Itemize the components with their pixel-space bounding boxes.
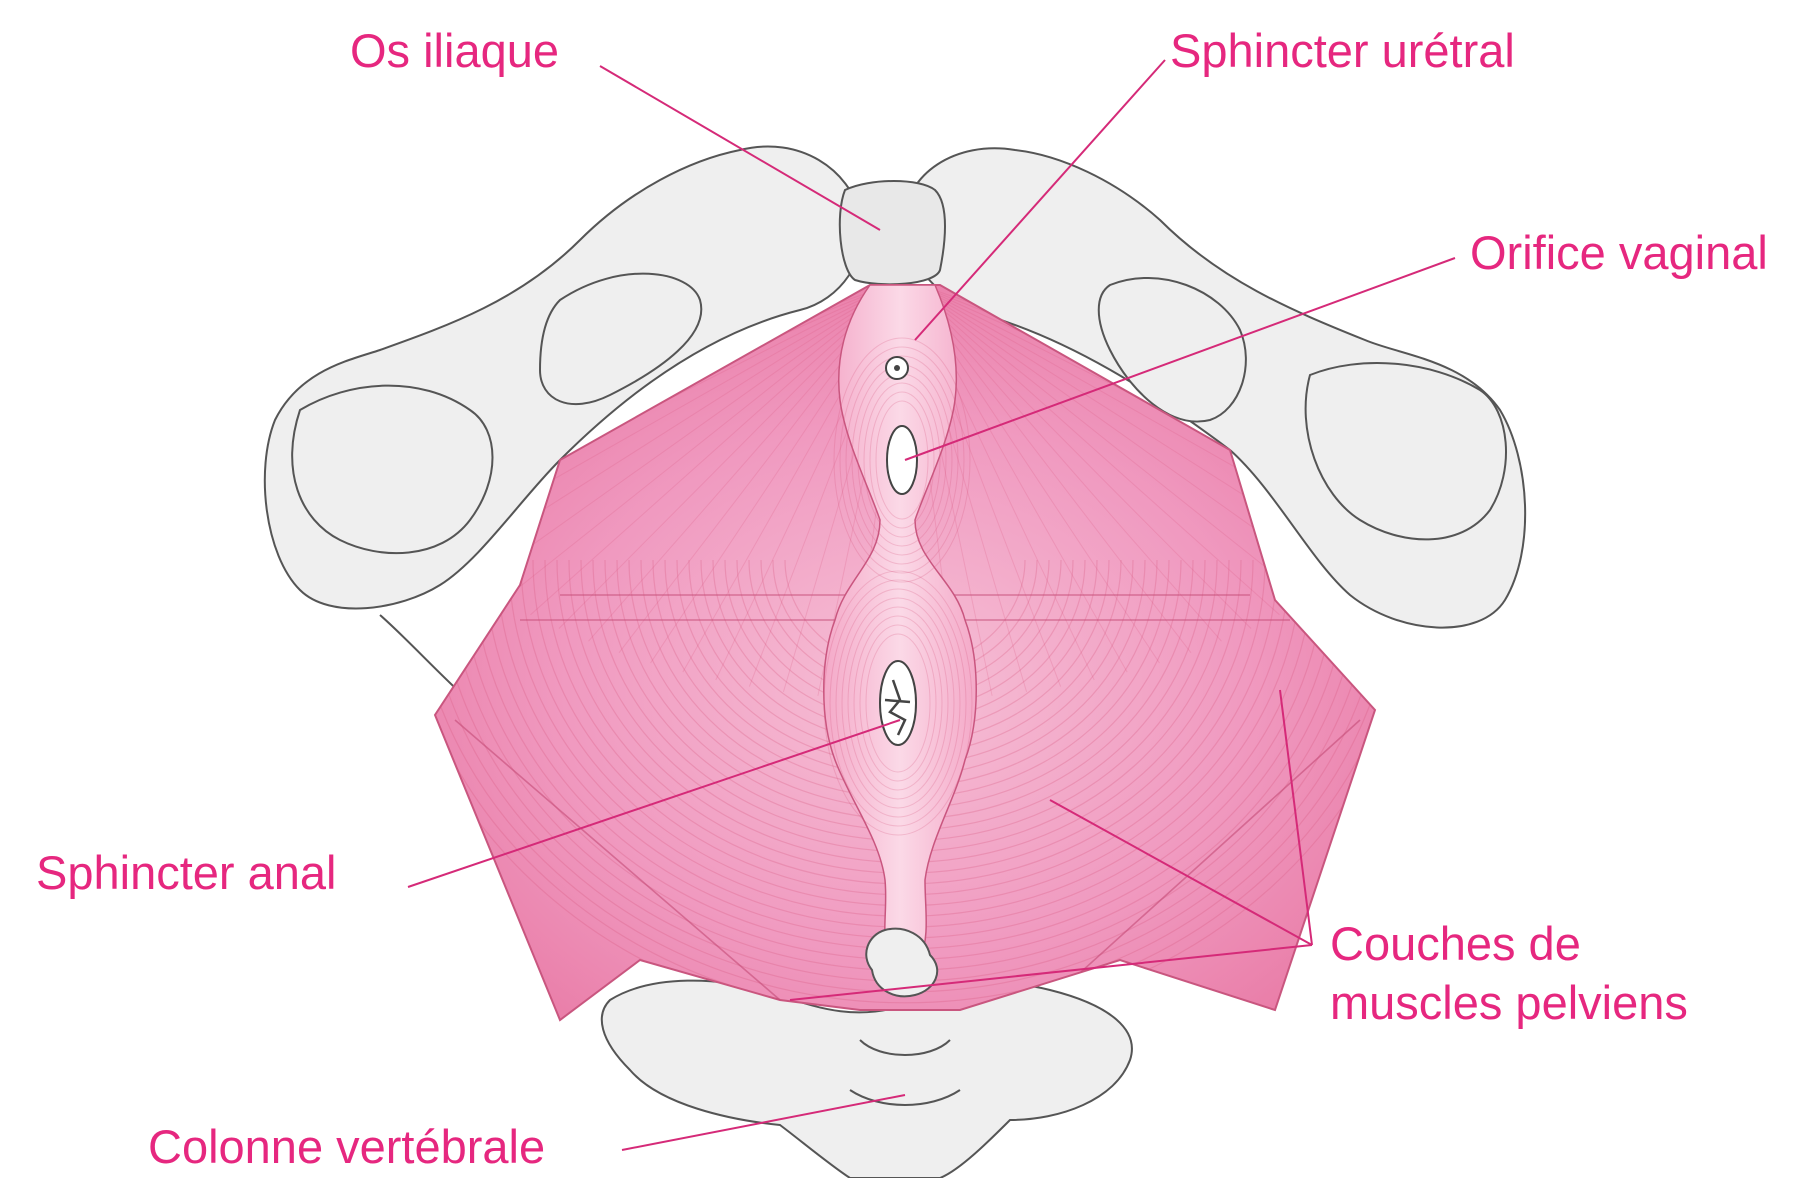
label-sphincter-uretral: Sphincter urétral xyxy=(1170,22,1515,81)
left-ischium xyxy=(292,386,492,554)
pubic-symphysis xyxy=(840,181,945,284)
label-os-iliaque: Os iliaque xyxy=(350,22,559,81)
vaginal-opening xyxy=(887,426,917,494)
label-orifice-vaginal: Orifice vaginal xyxy=(1470,224,1768,283)
label-colonne-vertebrale: Colonne vertébrale xyxy=(148,1118,545,1177)
label-couches-de-muscles-pelviens: Couches de muscles pelviens xyxy=(1330,915,1688,1033)
label-sphincter-anal: Sphincter anal xyxy=(36,844,336,903)
